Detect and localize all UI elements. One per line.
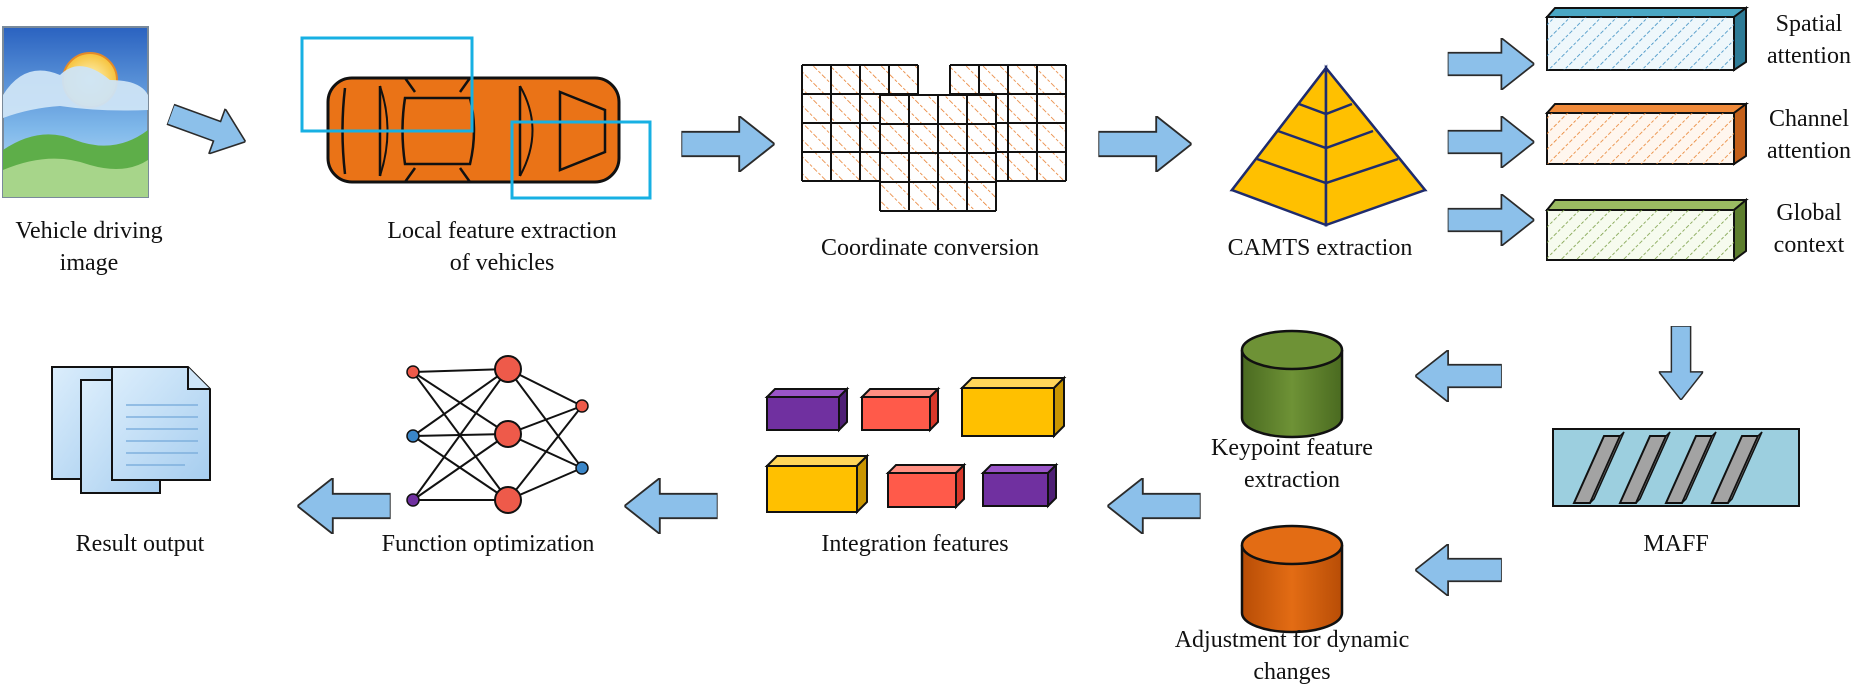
neural-network-icon [406,355,589,514]
channel-attention-block [1544,102,1749,166]
integration-cubes-icon [764,375,1067,515]
function-optimization-label: Function optimization [381,531,595,557]
local-feature-label: Local feature extraction of vehicles [387,218,617,276]
vehicle-image-icon [2,26,149,198]
arrow-icon [297,478,390,534]
coordinate-conversion-label: Coordinate conversion [821,235,1039,261]
maff-label: MAFF [1643,531,1709,557]
vehicle-image-label: Vehicle driving image [15,218,163,276]
arrow-icon [1659,326,1703,400]
arrow-icon [162,92,254,164]
arrow-icon [681,116,774,172]
arrow-icon [1415,350,1502,596]
coordinate-grid-icon [801,64,1067,212]
result-output-label: Result output [75,531,205,557]
spatial-attention-label: Spatial attention [1767,11,1851,69]
arrow-icon [1098,116,1191,172]
maff-block [1552,428,1800,507]
integration-features-label: Integration features [821,531,1009,557]
camts-extraction-label: CAMTS extraction [1227,235,1413,261]
adjustment-cylinder-icon [1240,524,1344,634]
arrow-icon [624,478,717,534]
global-context-block [1544,197,1749,262]
keypoint-feature-label: Keypoint feature extraction [1211,435,1373,493]
channel-attention-label: Channel attention [1767,106,1851,164]
pyramid-icon [1229,64,1428,227]
car-icon [300,36,652,200]
arrow-icon [1448,38,1535,246]
global-context-label: Global context [1773,200,1845,258]
adjustment-label: Adjustment for dynamic changes [1174,627,1410,685]
document-icon [51,366,211,494]
keypoint-cylinder-icon [1240,329,1344,439]
spatial-attention-block [1544,6,1749,72]
